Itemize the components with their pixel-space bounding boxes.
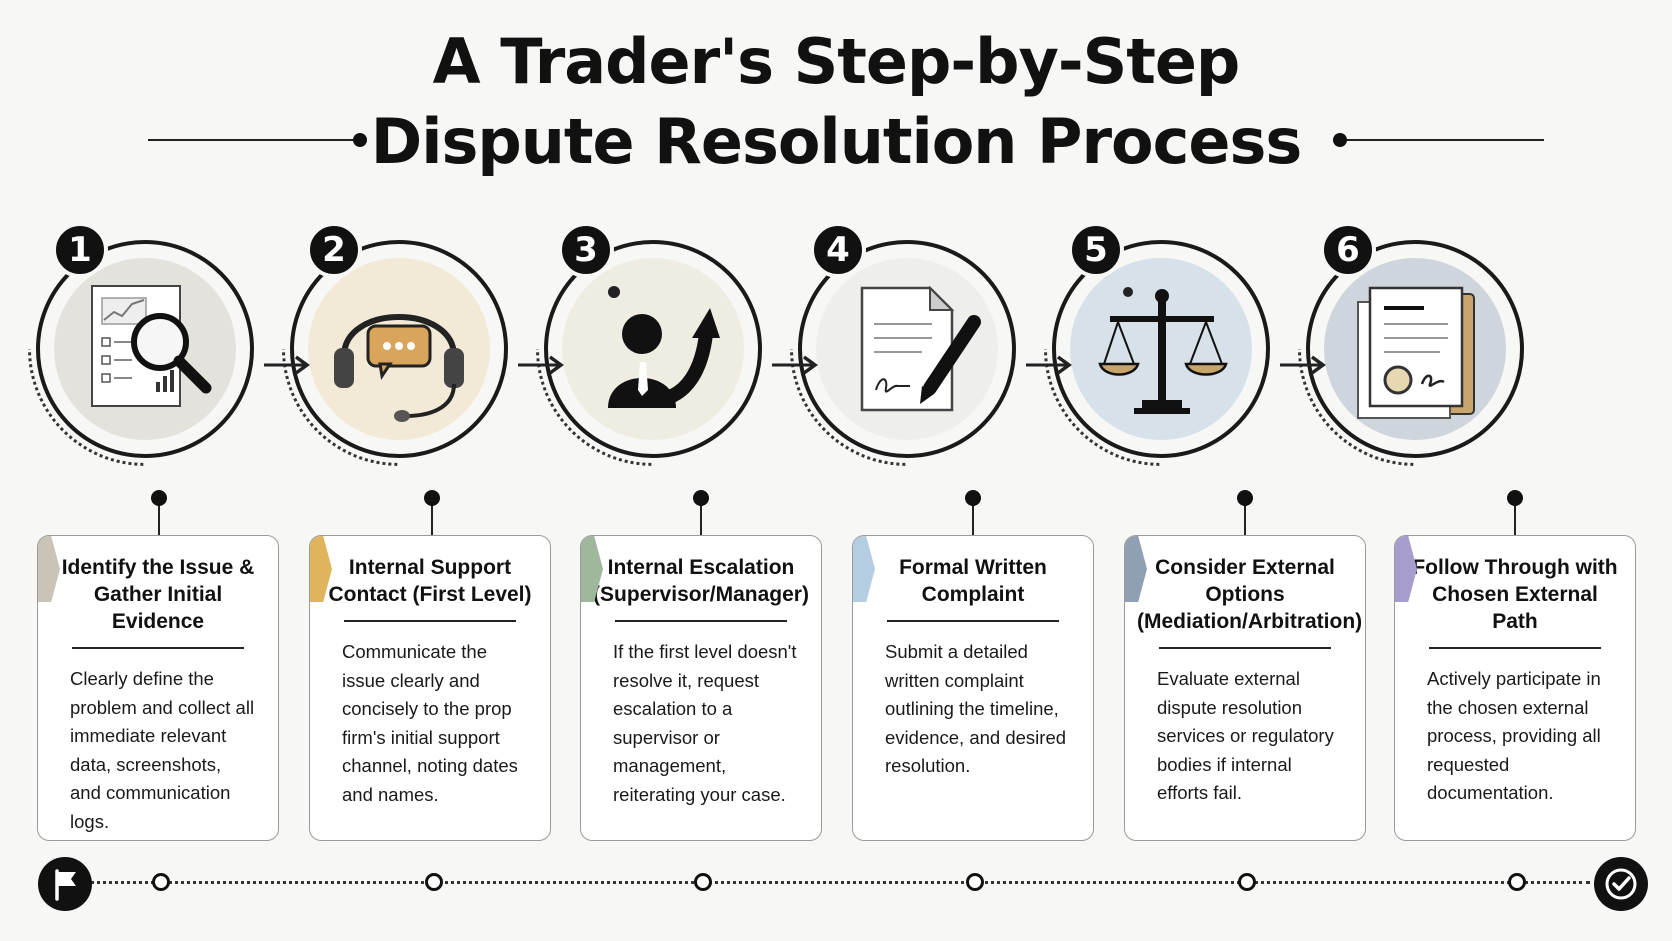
timeline-dot — [1238, 873, 1256, 891]
card-connector — [965, 490, 981, 535]
card-connector — [424, 490, 440, 535]
title-rule-dot — [353, 133, 367, 147]
arrow-right-icon — [264, 355, 310, 375]
step-number-badge: 1 — [52, 222, 108, 278]
check-circle-icon — [1605, 868, 1637, 900]
heading-divider — [72, 647, 244, 649]
connector-dot — [151, 490, 167, 506]
timeline-dot — [152, 873, 170, 891]
step-heading: Formal Written Complaint — [899, 556, 1047, 606]
arrow-right-icon — [772, 355, 818, 375]
step-heading: Internal Support Contact (First Level) — [328, 556, 532, 606]
step-1-circle — [28, 240, 254, 466]
timeline-dot — [966, 873, 984, 891]
heading-divider — [1429, 647, 1601, 649]
step-4-card: Formal Written Complaint Submit a detail… — [852, 535, 1094, 841]
page-title: A Trader's Step-by-Step Dispute Resoluti… — [0, 22, 1672, 182]
title-rule-right — [1333, 133, 1544, 147]
step-description: Evaluate external dispute resolution ser… — [1157, 668, 1334, 803]
step-number-badge: 3 — [558, 222, 614, 278]
step-number-badge: 4 — [810, 222, 866, 278]
card-connector — [1237, 490, 1253, 535]
heading-divider — [344, 620, 516, 622]
arrow-right-icon — [1280, 355, 1326, 375]
timeline-line — [90, 881, 1590, 884]
step-6-circle — [1298, 240, 1524, 466]
timeline-end — [1594, 857, 1648, 911]
title-line-1: A Trader's Step-by-Step — [432, 25, 1241, 98]
scales-icon — [1098, 287, 1228, 414]
connector-dot — [693, 490, 709, 506]
step-6-card: Follow Through with Chosen External Path… — [1394, 535, 1636, 841]
heading-divider — [615, 620, 787, 622]
step-5-card: Consider External Options (Mediation/Arb… — [1124, 535, 1366, 841]
arrow-right-icon — [518, 355, 564, 375]
card-accent-tab — [581, 536, 603, 602]
card-accent-tab — [310, 536, 332, 602]
card-connector — [1507, 490, 1523, 535]
timeline-dot — [425, 873, 443, 891]
headset-chat-icon — [334, 314, 464, 422]
step-heading: Identify the Issue & Gather Initial Evid… — [61, 556, 255, 633]
card-accent-tab — [38, 536, 60, 602]
title-line-2: Dispute Resolution Process — [370, 105, 1303, 178]
document-pen-icon — [860, 285, 981, 412]
step-heading: Consider External Options (Mediation/Arb… — [1137, 556, 1363, 633]
card-accent-tab — [1395, 536, 1417, 602]
flag-icon — [55, 869, 76, 901]
step-heading: Internal Escalation (Supervisor/Manager) — [593, 556, 809, 606]
step-1-card: Identify the Issue & Gather Initial Evid… — [37, 535, 279, 841]
step-heading: Follow Through with Chosen External Path — [1412, 556, 1618, 633]
step-2-card: Internal Support Contact (First Level) C… — [309, 535, 551, 841]
step-number-badge: 2 — [306, 222, 362, 278]
step-number-badge: 5 — [1068, 222, 1124, 278]
step-3-card: Internal Escalation (Supervisor/Manager)… — [580, 535, 822, 841]
timeline-dot — [694, 873, 712, 891]
connector-dot — [1507, 490, 1523, 506]
document-magnifier-icon — [91, 285, 212, 407]
arrow-right-icon — [1026, 355, 1072, 375]
connector-dot — [1237, 490, 1253, 506]
step-2-circle — [282, 240, 508, 466]
connector-dot — [424, 490, 440, 506]
step-description: If the first level doesn't resolve it, r… — [613, 641, 797, 805]
step-3-circle — [536, 240, 762, 466]
timeline-start — [38, 857, 92, 911]
card-connector — [693, 490, 709, 535]
title-rule-left — [148, 133, 367, 147]
step-description: Actively participate in the chosen exter… — [1427, 668, 1601, 803]
step-4-circle — [790, 240, 1016, 466]
title-rule-dot — [1333, 133, 1347, 147]
step-description: Submit a detailed written complaint outl… — [885, 641, 1067, 776]
step-description: Communicate the issue clearly and concis… — [342, 641, 518, 805]
certificate-folder-icon — [1357, 286, 1475, 419]
card-connector — [151, 490, 167, 535]
timeline-dot — [1508, 873, 1526, 891]
card-accent-tab — [1125, 536, 1147, 602]
step-number-badge: 6 — [1320, 222, 1376, 278]
connector-dot — [965, 490, 981, 506]
person-arrow-up-icon — [608, 286, 720, 408]
heading-divider — [1159, 647, 1331, 649]
card-accent-tab — [853, 536, 875, 602]
heading-divider — [887, 620, 1059, 622]
step-description: Clearly define the problem and collect a… — [70, 668, 255, 832]
